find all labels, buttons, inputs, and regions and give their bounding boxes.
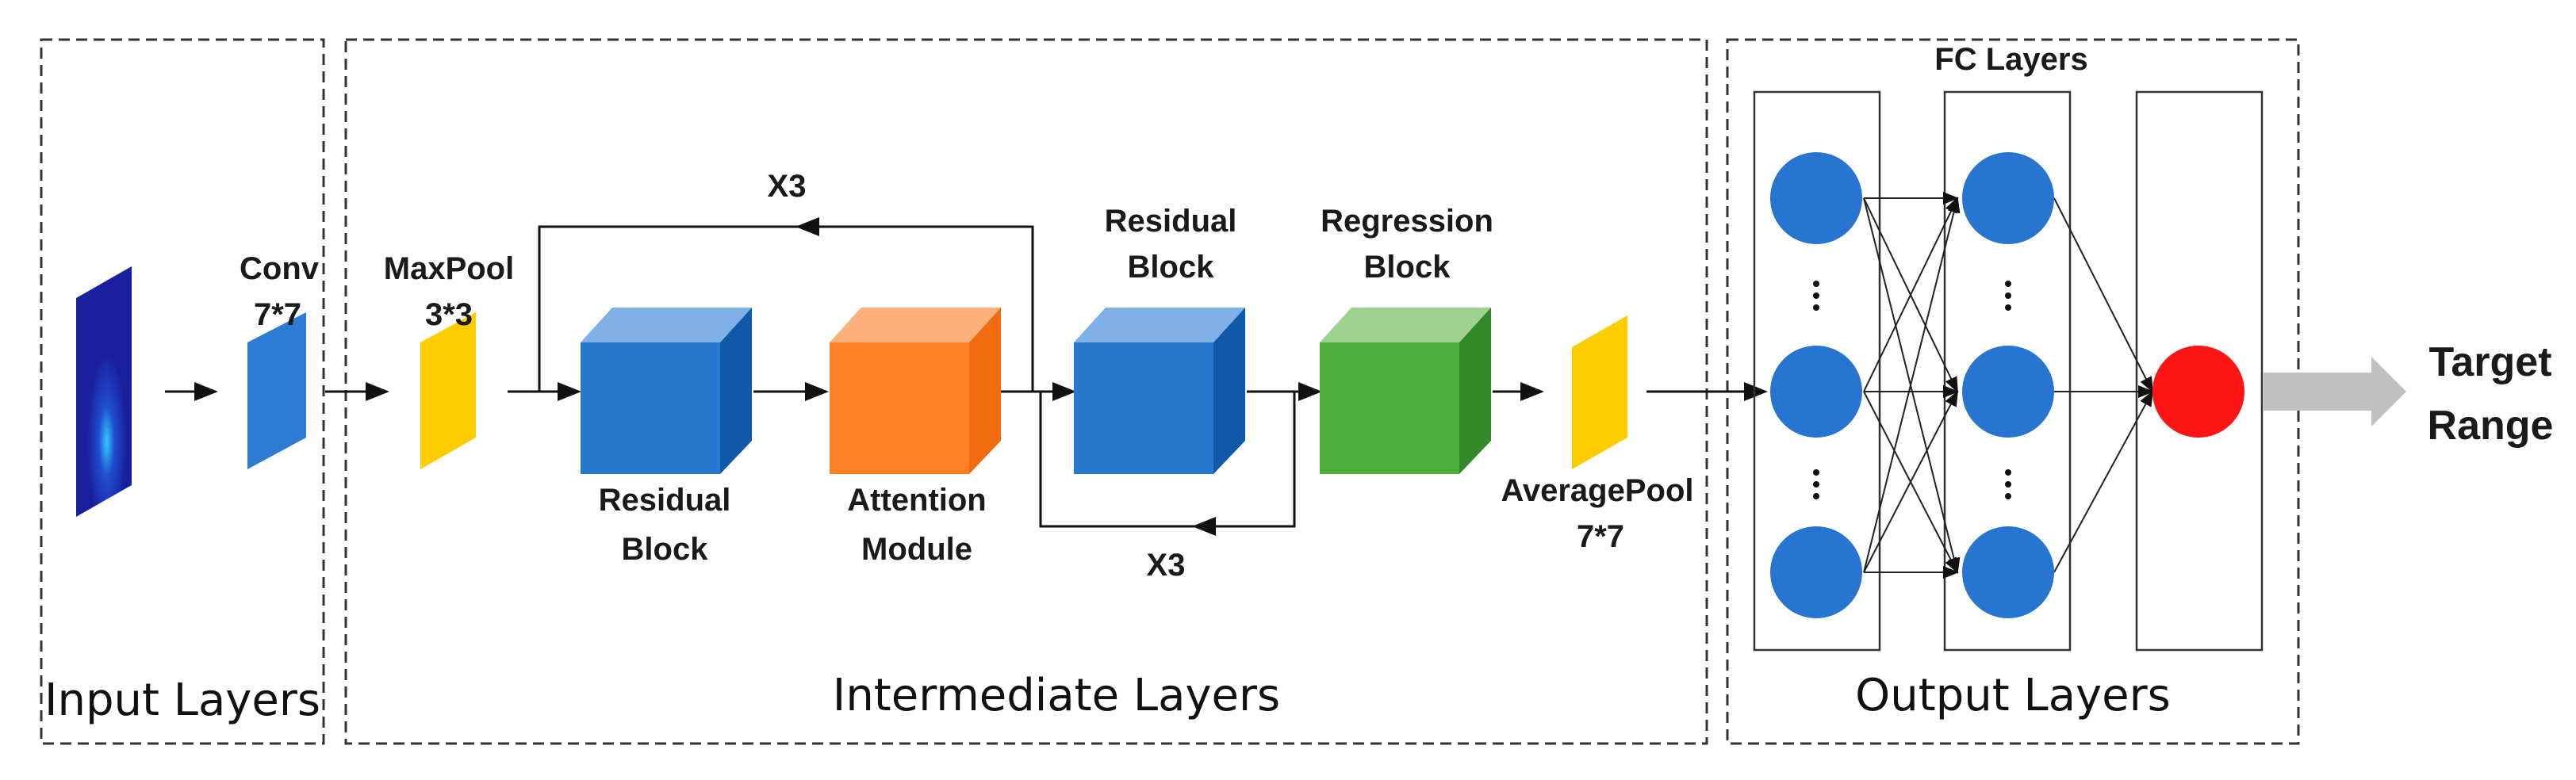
intermediate-layers-title: Intermediate Layers xyxy=(833,670,1280,721)
fc-layers-label: FC Layers xyxy=(1934,42,2087,77)
fc1-ellipsis-lower xyxy=(1813,469,1819,499)
output-layers-title: Output Layers xyxy=(1855,670,2171,721)
fc-connections-1-2 xyxy=(1863,192,1961,579)
target-label-line1: Target xyxy=(2428,339,2551,385)
maxpool-label: MaxPool xyxy=(384,251,514,286)
averagepool-label: AveragePool xyxy=(1501,473,1693,508)
fc1-node-bottom xyxy=(1770,526,1862,618)
input-image xyxy=(76,266,132,517)
input-layers-box xyxy=(40,38,325,745)
averagepool-layer xyxy=(1572,315,1627,469)
fc-column-2 xyxy=(1943,90,2072,652)
fc2-node-top xyxy=(1962,152,2054,244)
residual-block-2 xyxy=(1074,308,1245,474)
maxpool-size-label: 3*3 xyxy=(425,297,473,332)
conv-label: Conv xyxy=(240,251,320,286)
regression-block xyxy=(1320,308,1491,474)
fc2-ellipsis-lower xyxy=(2005,469,2011,499)
attention-module-label-line2: Module xyxy=(861,532,972,567)
residual-block-1-label-line2: Block xyxy=(622,532,709,567)
fc-connections-2-3 xyxy=(2053,197,2154,573)
fc2-ellipsis-upper xyxy=(2005,281,2011,311)
residual-block-1 xyxy=(581,308,752,474)
regression-block-label-line1: Regression xyxy=(1321,204,1493,239)
fc2-node-middle xyxy=(1962,346,2054,438)
fc1-node-middle xyxy=(1770,346,1862,438)
loop-bottom-connector xyxy=(1039,392,1296,528)
residual-block-2-label-line1: Residual xyxy=(1105,204,1237,239)
fc1-node-top xyxy=(1770,152,1862,244)
conv-size-label: 7*7 xyxy=(254,297,301,332)
target-arrow xyxy=(2264,357,2406,426)
fc-column-1 xyxy=(1753,90,1881,652)
fc-column-3 xyxy=(2135,90,2264,652)
residual-block-1-label-line1: Residual xyxy=(599,483,731,518)
loop-top-connector xyxy=(538,225,1034,392)
conv-layer xyxy=(247,312,306,469)
attention-module xyxy=(830,308,1001,474)
maxpool-layer xyxy=(420,312,476,469)
averagepool-size-label: 7*7 xyxy=(1577,519,1624,554)
input-layers-title: Input Layers xyxy=(44,675,320,726)
repeat-bottom-label: X3 xyxy=(1147,548,1186,583)
regression-block-label-line2: Block xyxy=(1364,250,1451,285)
attention-module-label-line1: Attention xyxy=(847,483,987,518)
repeat-top-label: X3 xyxy=(768,169,807,204)
target-label-line2: Range xyxy=(2428,403,2554,449)
output-node xyxy=(2152,346,2244,438)
residual-block-2-label-line2: Block xyxy=(1128,250,1215,285)
fc1-ellipsis-upper xyxy=(1813,281,1819,311)
fc2-node-bottom xyxy=(1962,526,2054,618)
